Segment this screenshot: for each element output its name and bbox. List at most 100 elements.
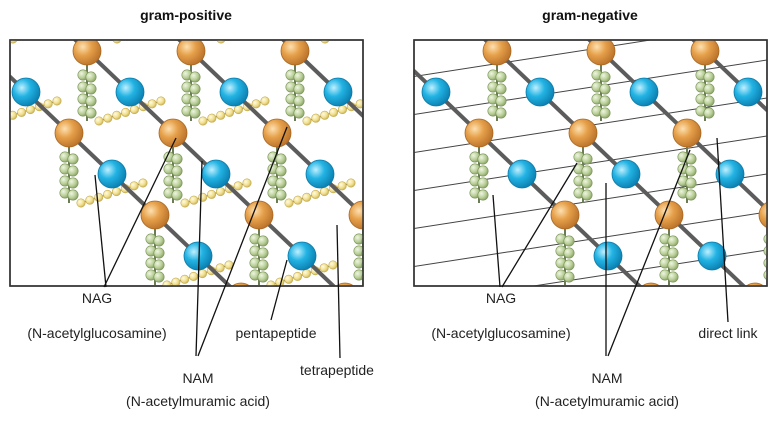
tetrapeptide-bead bbox=[390, 94, 400, 104]
pentapeptide-bead bbox=[492, 351, 500, 359]
tetrapeptide-bead bbox=[599, 107, 611, 119]
tetrapeptide-bead bbox=[336, 340, 346, 350]
tetrapeptide-bead bbox=[495, 95, 507, 107]
pentapeptide-bead bbox=[242, 178, 252, 188]
tetrapeptide-bead bbox=[200, 24, 210, 34]
tetrapeptide-bead bbox=[760, 318, 770, 328]
tetrapeptide-bead bbox=[685, 177, 697, 189]
pentapeptide-bead bbox=[293, 271, 303, 281]
tetrapeptide-bead bbox=[380, 154, 390, 164]
pentapeptide-bead bbox=[233, 105, 243, 115]
tetrapeptide-bead bbox=[642, 340, 652, 350]
pentapeptide-bead bbox=[215, 263, 225, 273]
tetrapeptide-bead bbox=[306, 26, 316, 36]
tetrapeptide-bead bbox=[353, 257, 363, 269]
nam-sugar bbox=[568, 118, 598, 148]
tetrapeptide-bead bbox=[384, 94, 394, 104]
pentapeptide-bead bbox=[270, 18, 278, 26]
pentapeptide-bead bbox=[466, 360, 474, 368]
tetrapeptide-bead bbox=[685, 165, 697, 177]
tetrapeptide-bead bbox=[416, 14, 426, 24]
nam-sugar bbox=[672, 118, 702, 148]
tetrapeptide-bead bbox=[153, 235, 165, 247]
pentapeptide-bead bbox=[17, 107, 27, 117]
nag-sugar bbox=[611, 159, 641, 189]
pentapeptide-bead bbox=[587, 354, 595, 362]
pentapeptide-bead bbox=[76, 198, 86, 208]
tetrapeptide-bead bbox=[398, 96, 408, 106]
tetrapeptide-bead bbox=[257, 247, 269, 259]
pentapeptide-bead bbox=[94, 116, 104, 126]
pentapeptide-bead bbox=[249, 363, 257, 371]
pentapeptide-bead bbox=[596, 351, 604, 359]
tetrapeptide-bead bbox=[416, 26, 426, 36]
pentapeptide-bead bbox=[71, 15, 79, 23]
tetrapeptide-bead bbox=[763, 245, 767, 257]
tetrapeptide-bead bbox=[599, 95, 611, 107]
nam-sugar bbox=[747, 283, 775, 311]
pentapeptide-bead bbox=[389, 275, 397, 283]
tetrapeptide-bead bbox=[754, 342, 764, 352]
nam-sugar bbox=[231, 282, 251, 286]
tetrapeptide-bead bbox=[763, 257, 767, 269]
tetrapeptide-bead bbox=[0, 12, 2, 22]
pentapeptide-bead bbox=[279, 15, 287, 23]
pentapeptide-bead bbox=[131, 29, 139, 37]
tetrapeptide-bead bbox=[772, 260, 776, 270]
tetrapeptide-bead bbox=[372, 152, 382, 162]
pentapeptide-bridge bbox=[325, 19, 387, 39]
tetrapeptide-bead bbox=[514, 2, 524, 12]
tetrapeptide-bead bbox=[392, 84, 402, 94]
tetrapeptide-bead bbox=[752, 352, 762, 362]
pentapeptide-bead bbox=[251, 99, 261, 109]
label-nam-full: (N-acetylmuramic acid) bbox=[126, 393, 270, 409]
tetrapeptide-bead bbox=[760, 342, 770, 352]
tetrapeptide-bead bbox=[0, 26, 10, 36]
pentapeptide-bead bbox=[397, 349, 405, 357]
pentapeptide-bead bbox=[284, 198, 294, 208]
tetrapeptide-bead bbox=[85, 95, 97, 107]
tetrapeptide-bead bbox=[772, 272, 776, 282]
tetrapeptide-bead bbox=[398, 72, 408, 82]
nam-sugar bbox=[654, 200, 684, 230]
tetrapeptide-bead bbox=[353, 269, 363, 281]
pentapeptide-bead bbox=[501, 349, 509, 357]
tetrapeptide-bead bbox=[408, 24, 418, 34]
tetrapeptide-bead bbox=[650, 318, 660, 328]
tetrapeptide-bead bbox=[552, 354, 562, 364]
pentapeptide-bead bbox=[85, 195, 95, 205]
pentapeptide-bead bbox=[94, 192, 104, 202]
tetrapeptide-bead bbox=[275, 165, 287, 177]
pentapeptide-bead bbox=[718, 346, 726, 354]
pentapeptide-bridge bbox=[565, 347, 627, 367]
tetrapeptide-bead bbox=[563, 235, 575, 247]
pentapeptide-bead bbox=[329, 107, 339, 117]
tetrapeptide-bead bbox=[257, 259, 269, 271]
tetrapeptide-bead bbox=[477, 189, 489, 201]
tetrapeptide-bead bbox=[392, 72, 402, 82]
tetrapeptide-bead bbox=[372, 188, 382, 198]
nag-sugar bbox=[305, 159, 335, 189]
nam-sugar bbox=[482, 40, 512, 66]
tetrapeptide-bead bbox=[312, 26, 322, 36]
tetrapeptide-bead bbox=[440, 340, 450, 350]
tetrapeptide-bead bbox=[104, 14, 114, 24]
tetrapeptide-bead bbox=[208, 26, 218, 36]
pentapeptide-bead bbox=[123, 40, 129, 41]
tetrapeptide-bead bbox=[312, 14, 322, 24]
gram-positive-glycan-strands bbox=[10, 40, 775, 311]
tetrapeptide-bead bbox=[380, 178, 390, 188]
tetrapeptide-bead bbox=[656, 318, 666, 328]
tetrapeptide-bead bbox=[495, 107, 507, 119]
pentapeptide-bridge bbox=[461, 347, 523, 367]
tetrapeptide-bead bbox=[67, 189, 79, 201]
tetrapeptide-bead bbox=[240, 342, 250, 352]
nag-sugar bbox=[97, 159, 127, 189]
tetrapeptide-bead bbox=[171, 189, 183, 201]
tetrapeptide-bead bbox=[648, 316, 658, 326]
tetrapeptide-bead bbox=[336, 352, 346, 362]
tetrapeptide-bead bbox=[760, 354, 770, 364]
pentapeptide-bead bbox=[397, 272, 405, 280]
pentapeptide-bead bbox=[171, 277, 181, 286]
nag-sugar bbox=[733, 77, 763, 107]
